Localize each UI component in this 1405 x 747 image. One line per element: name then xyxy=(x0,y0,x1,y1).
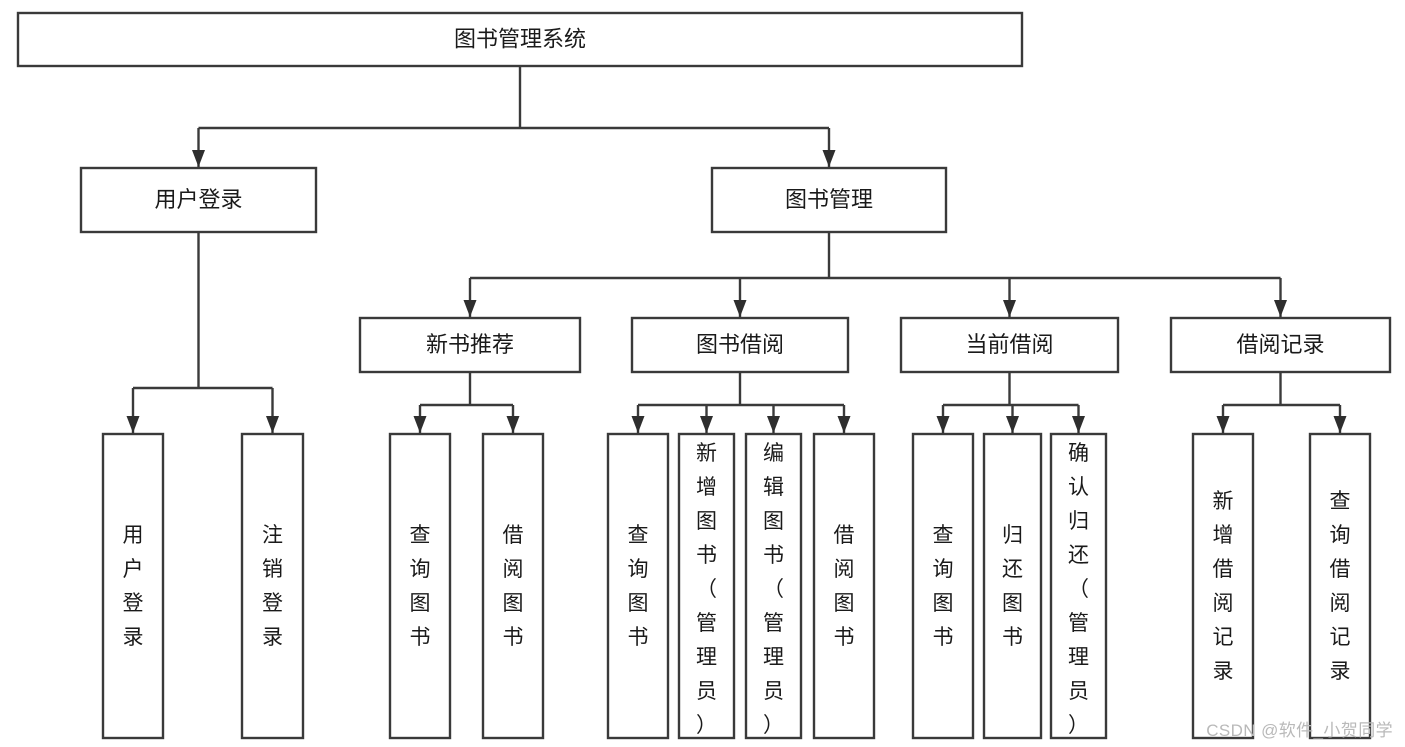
arrow-head-icon xyxy=(822,150,836,167)
arrow-head-icon xyxy=(936,416,950,433)
node-label: 用户登录 xyxy=(123,524,144,649)
node-leaf-1-注销登录: 注销登录 xyxy=(240,432,305,740)
node-label: 查询图书 xyxy=(933,524,954,649)
arrow-head-icon xyxy=(1003,300,1016,317)
node-box-rect xyxy=(1191,432,1255,740)
node-leaf-5-新增图书（管理员）: 新增图书（管理员） xyxy=(677,432,736,740)
node-root-图书管理系统: 图书管理系统 xyxy=(16,11,1024,68)
node-label: 新书推荐 xyxy=(426,332,514,357)
arrow-head-icon xyxy=(837,416,851,433)
node-leaf-3-借阅图书: 借阅图书 xyxy=(481,432,545,740)
node-box-rect xyxy=(911,432,975,740)
node-box-rect xyxy=(630,316,850,374)
node-label: 新增借阅记录 xyxy=(1213,490,1234,683)
node-leaf-4-查询图书: 查询图书 xyxy=(606,432,670,740)
node-leaf-12-查询借阅记录: 查询借阅记录 xyxy=(1308,432,1372,740)
node-box-rect xyxy=(1049,432,1108,740)
arrow-head-icon xyxy=(1333,416,1347,433)
node-label: 借阅记录 xyxy=(1236,332,1324,357)
node-box-rect xyxy=(240,432,305,740)
node-leaf-10-确认归还（管理员）: 确认归还（管理员） xyxy=(1049,432,1108,740)
arrow-head-icon xyxy=(1006,416,1019,433)
node-leaf-2-查询图书: 查询图书 xyxy=(388,432,452,740)
node-label: 图书管理 xyxy=(785,187,873,212)
node-label: 借阅图书 xyxy=(834,524,855,649)
node-box-rect xyxy=(16,11,1024,68)
node-label: 借阅图书 xyxy=(503,524,524,649)
arrow-head-icon xyxy=(126,416,140,433)
node-box-rect xyxy=(79,166,318,234)
node-box-rect xyxy=(982,432,1043,740)
node-box-rect xyxy=(744,432,803,740)
node-label: 归还图书 xyxy=(1002,524,1023,649)
node-leaf-0-用户登录: 用户登录 xyxy=(101,432,165,740)
node-label: 注销登录 xyxy=(262,524,283,649)
node-l3-借阅记录: 借阅记录 xyxy=(1169,316,1392,374)
connector-lines xyxy=(126,66,1347,433)
node-leaf-11-新增借阅记录: 新增借阅记录 xyxy=(1191,432,1255,740)
arrow-head-icon xyxy=(506,416,520,433)
arrow-head-icon xyxy=(1216,416,1230,433)
node-label: 确认归还（管理员） xyxy=(1068,442,1089,737)
node-box-rect xyxy=(1308,432,1372,740)
arrow-head-icon xyxy=(733,300,747,317)
node-leaf-9-归还图书: 归还图书 xyxy=(982,432,1043,740)
node-l2-图书管理: 图书管理 xyxy=(710,166,948,234)
node-label: 查询图书 xyxy=(628,524,649,649)
node-box-rect xyxy=(606,432,670,740)
arrow-head-icon xyxy=(1072,416,1085,433)
node-l2-用户登录: 用户登录 xyxy=(79,166,318,234)
node-label: 图书管理系统 xyxy=(454,26,586,51)
node-box-rect xyxy=(812,432,876,740)
arrow-head-icon xyxy=(1274,300,1287,317)
arrow-head-icon xyxy=(700,416,713,433)
node-label: 当前借阅 xyxy=(965,332,1053,357)
node-box-rect xyxy=(358,316,582,374)
node-label: 查询图书 xyxy=(410,524,431,649)
node-l3-新书推荐: 新书推荐 xyxy=(358,316,582,374)
arrow-head-icon xyxy=(767,416,780,433)
arrow-head-icon xyxy=(463,300,477,317)
node-box-rect xyxy=(388,432,452,740)
node-label: 编辑图书（管理员） xyxy=(763,442,784,737)
node-leaf-6-编辑图书（管理员）: 编辑图书（管理员） xyxy=(744,432,803,740)
arrow-head-icon xyxy=(631,416,645,433)
node-box-rect xyxy=(1169,316,1392,374)
arrow-head-icon xyxy=(266,416,279,433)
csdn-watermark: CSDN @软件_小贺同学 xyxy=(1206,721,1393,740)
node-label: 用户登录 xyxy=(154,187,242,212)
node-boxes: 图书管理系统用户登录图书管理新书推荐图书借阅当前借阅借阅记录用户登录注销登录查询… xyxy=(16,11,1392,740)
node-box-rect xyxy=(677,432,736,740)
arrow-head-icon xyxy=(192,150,205,167)
node-box-rect xyxy=(101,432,165,740)
node-leaf-7-借阅图书: 借阅图书 xyxy=(812,432,876,740)
node-label: 新增图书（管理员） xyxy=(696,442,717,737)
node-box-rect xyxy=(710,166,948,234)
node-label: 图书借阅 xyxy=(696,332,784,357)
node-box-rect xyxy=(481,432,545,740)
node-box-rect xyxy=(899,316,1120,374)
node-label: 查询借阅记录 xyxy=(1330,490,1351,683)
node-l3-当前借阅: 当前借阅 xyxy=(899,316,1120,374)
arrow-head-icon xyxy=(413,416,427,433)
node-leaf-8-查询图书: 查询图书 xyxy=(911,432,975,740)
node-l3-图书借阅: 图书借阅 xyxy=(630,316,850,374)
